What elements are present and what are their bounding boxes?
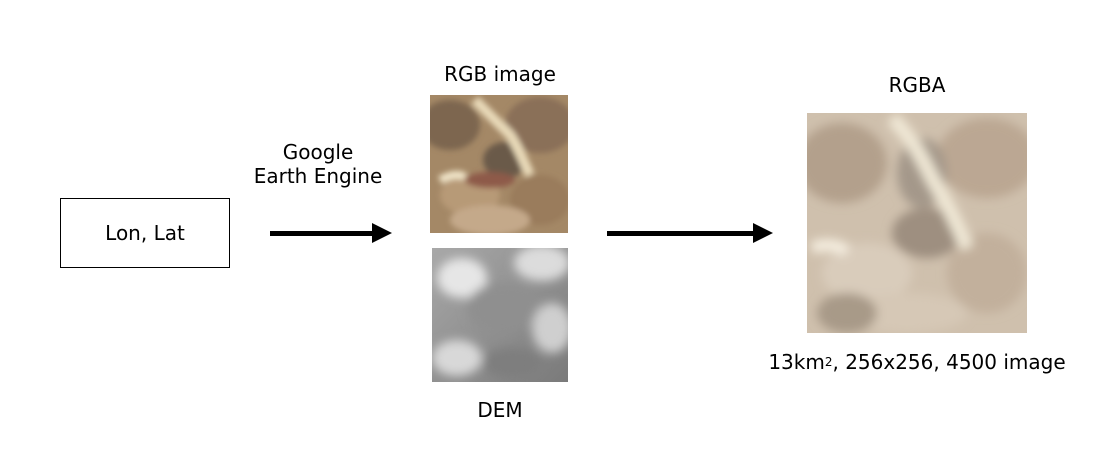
gee-label-line2: Earth Engine	[253, 164, 383, 188]
gee-label-line1: Google	[282, 140, 354, 164]
input-lon-lat-box: Lon, Lat	[60, 198, 230, 268]
caption-prefix: 13km	[768, 350, 825, 374]
gee-label: Google Earth Engine	[238, 140, 398, 188]
rgba-label: RGBA	[888, 73, 946, 97]
dem-thumbnail	[432, 248, 568, 382]
rgba-image-thumbnail	[807, 113, 1027, 333]
arrow-to-rgba	[607, 223, 773, 243]
rgb-image-thumbnail	[430, 95, 568, 233]
rgba-caption: 13km2, 256x256, 4500 image	[757, 350, 1077, 374]
arrow-to-images	[270, 223, 392, 243]
caption-superscript: 2	[824, 355, 833, 369]
caption-suffix: , 256x256, 4500 image	[832, 350, 1066, 374]
dem-label: DEM	[477, 398, 523, 422]
input-label: Lon, Lat	[105, 221, 185, 245]
rgb-image-label: RGB image	[444, 62, 556, 86]
